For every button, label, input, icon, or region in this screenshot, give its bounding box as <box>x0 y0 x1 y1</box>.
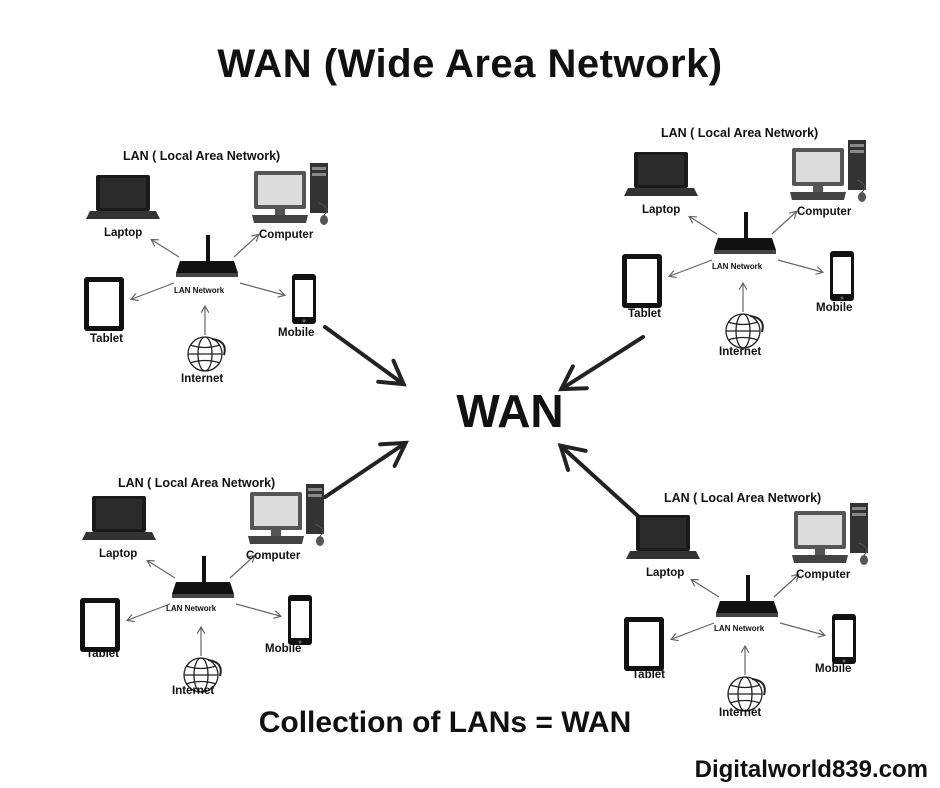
mobile-label: Mobile <box>815 663 852 675</box>
router-label: LAN Network <box>714 624 765 633</box>
laptop-label: Laptop <box>104 227 143 239</box>
computer-label: Computer <box>246 550 301 562</box>
lan-cluster-bottom-left <box>80 484 324 692</box>
tablet-label: Tablet <box>86 648 120 660</box>
mobile-label: Mobile <box>278 327 315 339</box>
mobile-label: Mobile <box>265 643 302 655</box>
page-title: WAN (Wide Area Network) <box>217 42 723 86</box>
laptop-label: Laptop <box>642 204 681 216</box>
internet-label: Internet <box>719 346 762 358</box>
lan-title: LAN ( Local Area Network) <box>664 491 822 505</box>
tablet-label: Tablet <box>628 308 662 320</box>
wan-arrows <box>323 325 645 518</box>
laptop-label: Laptop <box>646 567 685 579</box>
watermark-text: Digitalworld839.com <box>694 756 928 783</box>
tablet-label: Tablet <box>90 333 124 345</box>
router-label: LAN Network <box>174 286 225 295</box>
internet-label: Internet <box>172 685 215 697</box>
footer-equation: Collection of LANs = WAN <box>258 706 632 739</box>
router-label: LAN Network <box>166 604 217 613</box>
arrow-from-top-right-lan <box>557 335 645 392</box>
internet-label: Internet <box>181 373 224 385</box>
internet-label: Internet <box>719 707 762 719</box>
arrow-from-top-left-lan <box>323 325 407 387</box>
arrow-from-bottom-right-lan <box>557 443 640 518</box>
computer-label: Computer <box>797 206 852 218</box>
tablet-label: Tablet <box>632 669 666 681</box>
router-label: LAN Network <box>712 262 763 271</box>
laptop-label: Laptop <box>99 548 138 560</box>
lan-title: LAN ( Local Area Network) <box>118 476 276 490</box>
mobile-label: Mobile <box>816 302 853 314</box>
computer-label: Computer <box>796 569 851 581</box>
lan-title: LAN ( Local Area Network) <box>661 126 819 140</box>
computer-label: Computer <box>259 229 314 241</box>
lan-title: LAN ( Local Area Network) <box>123 149 281 163</box>
wan-label: WAN <box>456 385 564 437</box>
arrow-from-bottom-left-lan <box>323 440 409 499</box>
